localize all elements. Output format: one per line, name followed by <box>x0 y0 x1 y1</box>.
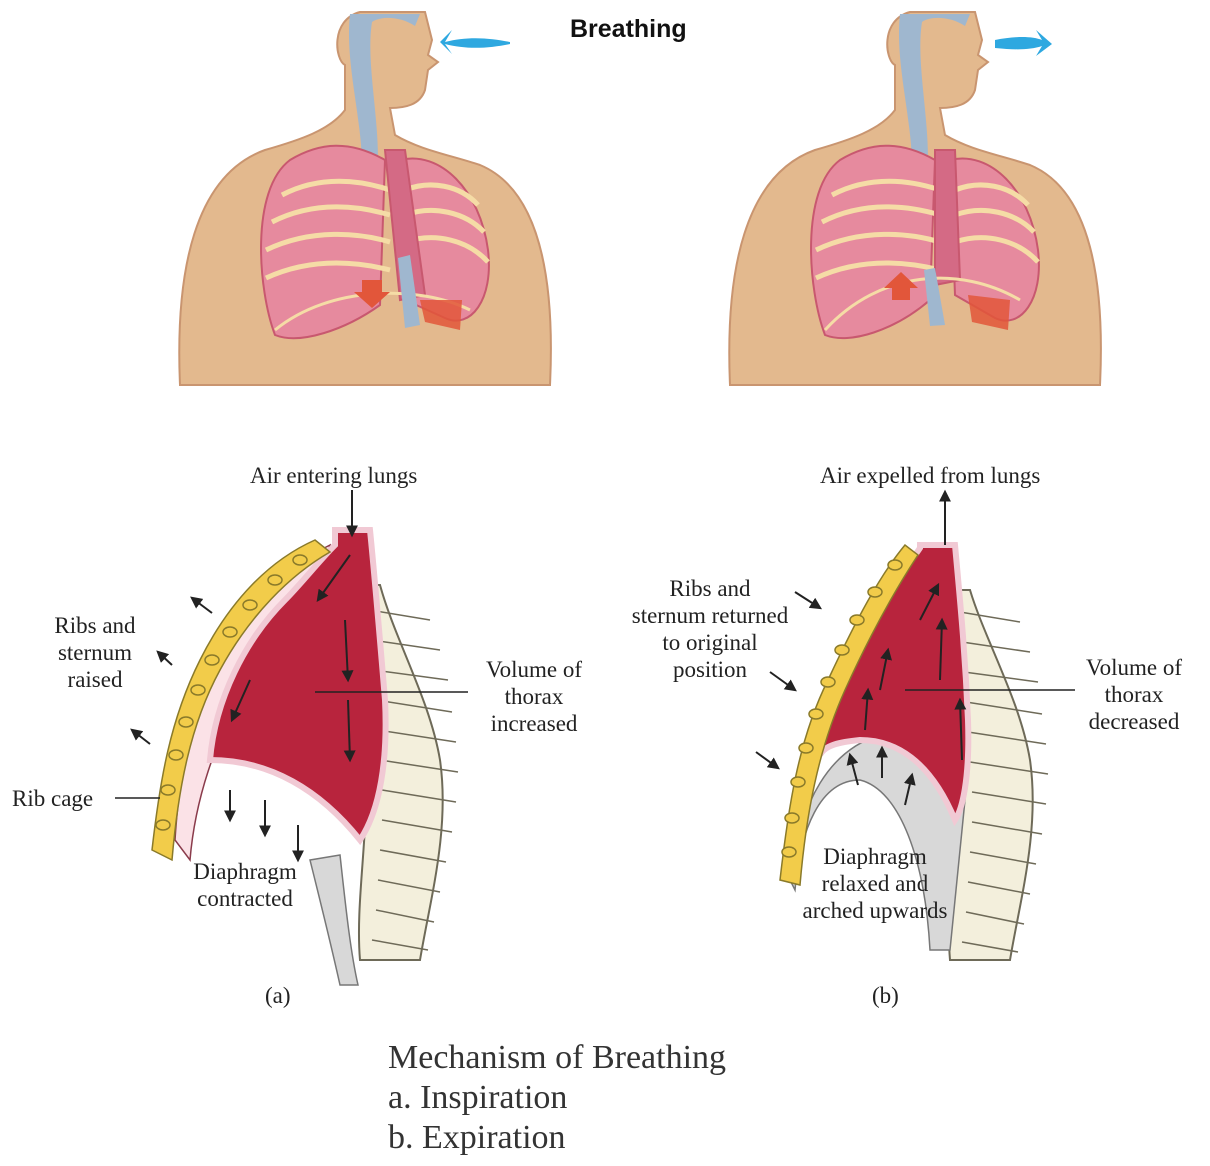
panel-b-letter: (b) <box>872 982 899 1009</box>
page-title: Breathing <box>570 15 687 44</box>
air-expelled-label: Air expelled from lungs <box>820 462 1040 489</box>
ribs-raised-label: Ribs and sternum raised <box>30 612 160 693</box>
expiration-torso <box>729 12 1101 385</box>
diaphragm-contracted-label: Diaphragm contracted <box>170 858 320 912</box>
rib-cage-label: Rib cage <box>12 785 93 812</box>
air-entering-label: Air entering lungs <box>250 462 417 489</box>
caption-line-1: Mechanism of Breathing <box>388 1038 726 1078</box>
ribs-returned-label: Ribs and sternum returned to original po… <box>630 575 790 683</box>
figure-caption: Mechanism of Breathing a. Inspiration b.… <box>388 1038 726 1158</box>
caption-line-2: a. Inspiration <box>388 1078 726 1118</box>
panel-a-letter: (a) <box>265 982 291 1009</box>
caption-line-3: b. Expiration <box>388 1118 726 1158</box>
diaphragm-relaxed-label: Diaphragm relaxed and arched upwards <box>800 843 950 924</box>
inspiration-torso <box>179 12 551 385</box>
volume-decreased-label: Volume of thorax decreased <box>1068 654 1200 735</box>
volume-increased-label: Volume of thorax increased <box>470 656 598 737</box>
